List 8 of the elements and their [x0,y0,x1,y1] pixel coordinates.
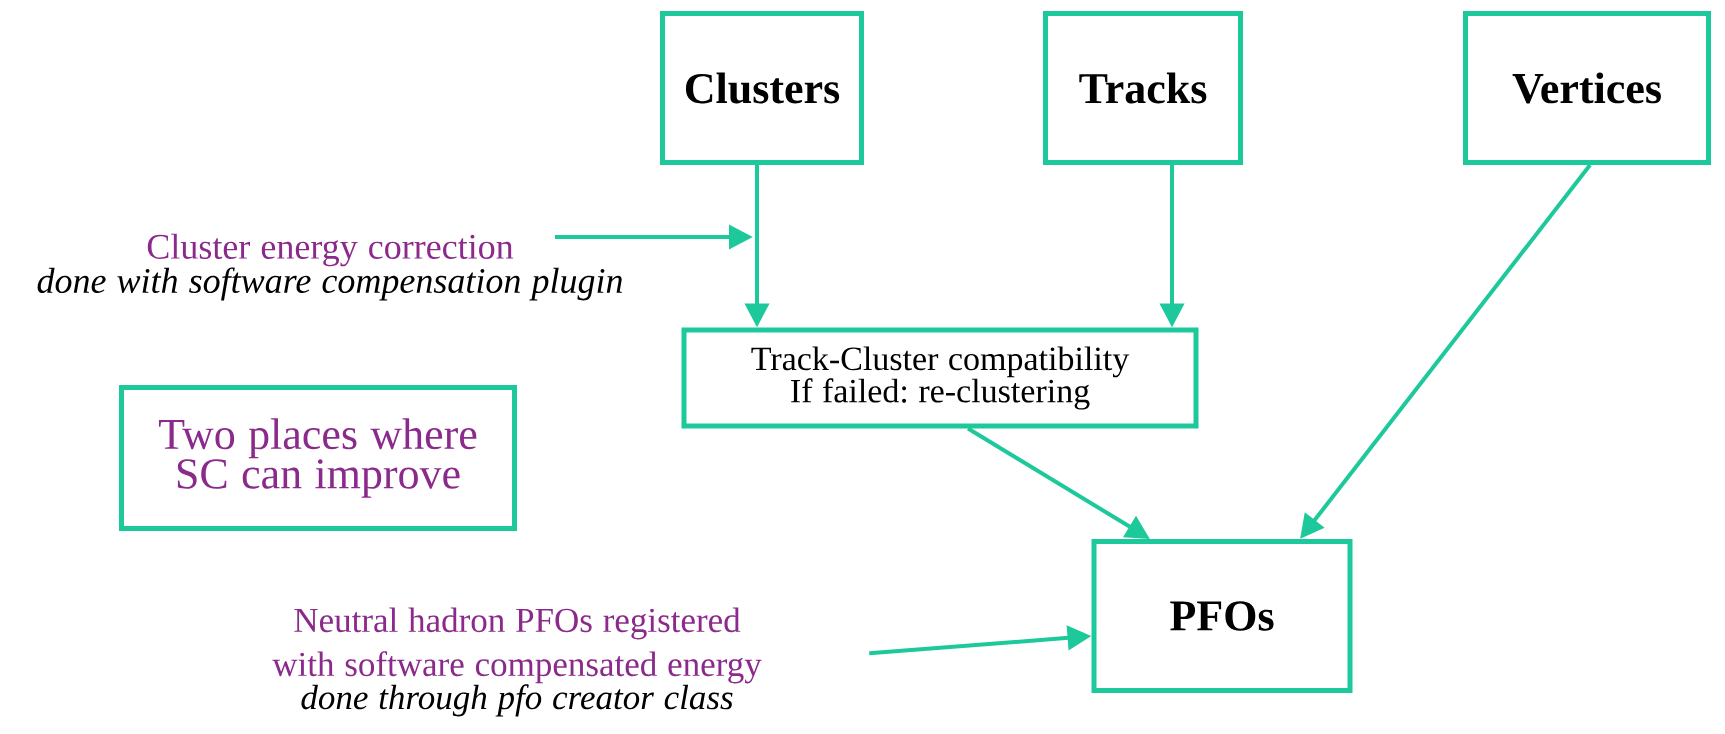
annotation-text: Neutral hadron PFOs registered with software compensated energy done through pfo creator class [272,607,762,717]
annotation-text: Cluster energy correction done with software compensation plugin [37,233,622,301]
process-box: Two places where SC can improve [119,385,517,531]
process-box: Tracks [1043,11,1243,165]
process-box: Clusters [660,11,864,165]
process-box: Vertices [1463,11,1711,165]
process-box: Track-Cluster compatibility If failed: re-clustering [681,327,1199,429]
process-box: PFOs [1091,539,1353,693]
